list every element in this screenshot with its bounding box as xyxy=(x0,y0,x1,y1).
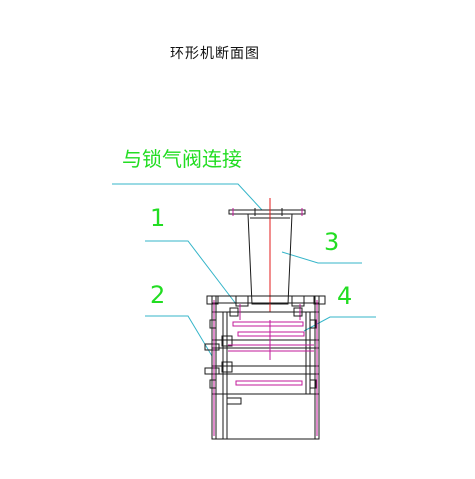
label-4: 4 xyxy=(337,282,352,310)
hopper-body xyxy=(247,213,293,305)
hopper-assembly xyxy=(228,198,306,312)
label-1: 1 xyxy=(150,204,165,232)
leader-1 xyxy=(145,240,237,305)
leader-lock-valve xyxy=(112,183,263,211)
leader-4 xyxy=(303,316,376,332)
label-3: 3 xyxy=(324,228,339,256)
part-1-plate xyxy=(232,321,304,327)
ring-plates xyxy=(213,300,318,436)
leader-lines xyxy=(112,183,376,357)
leader-3 xyxy=(281,251,362,264)
bolt-marks xyxy=(209,307,317,389)
diagram-title: 环形机断面图 xyxy=(170,46,260,62)
part-4-plate xyxy=(237,331,305,337)
housing-outline xyxy=(211,295,320,440)
label-lock-valve-connection: 与锁气阀连接 xyxy=(122,147,242,171)
label-2: 2 xyxy=(150,281,165,309)
leader-2 xyxy=(145,315,213,357)
top-flange xyxy=(228,209,306,215)
housing xyxy=(211,295,320,440)
side-brackets xyxy=(204,295,326,405)
